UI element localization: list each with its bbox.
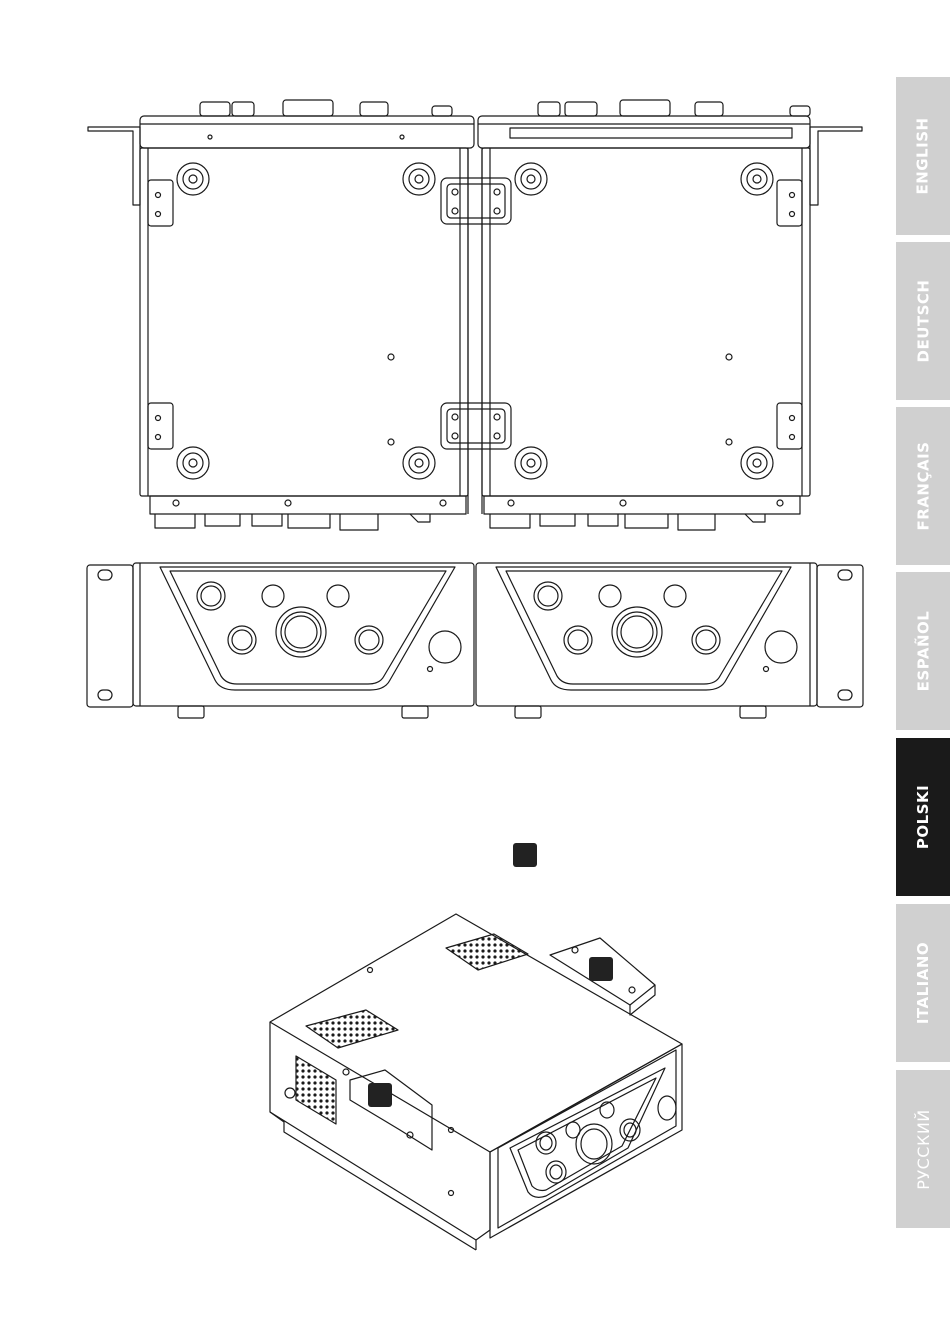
marker-square-bracket-top [589,957,613,981]
tab-polski-label: POLSKI [914,785,932,849]
front-left-unit [133,563,474,718]
connection-plate-bottom [441,403,511,449]
tab-russian-label: РУССКИЙ [914,1109,933,1190]
tab-italiano-label: ITALIANO [914,942,932,1024]
tab-english[interactable]: ENGLISH [896,77,950,235]
top-view-left-unit [140,100,474,530]
tab-english-label: ENGLISH [914,117,932,194]
front-right-unit [476,563,817,718]
top-view-two-units [88,100,862,530]
connection-plate-top [441,178,511,224]
front-view-rack [87,563,863,718]
tab-italiano[interactable]: ITALIANO [896,904,950,1062]
tab-russian[interactable]: РУССКИЙ [896,1070,950,1228]
isometric-view [270,914,682,1250]
tab-polski[interactable]: POLSKI [896,738,950,896]
tab-francais[interactable]: FRANÇAIS [896,407,950,565]
tab-deutsch-label: DEUTSCH [914,280,932,363]
marker-square-standalone [513,843,537,867]
tab-espanol-label: ESPAÑOL [914,611,932,692]
marker-square-bracket-side [368,1083,392,1107]
top-view-right-unit [478,100,810,530]
tab-deutsch[interactable]: DEUTSCH [896,242,950,400]
tab-espanol[interactable]: ESPAÑOL [896,572,950,730]
tab-francais-label: FRANÇAIS [914,442,932,531]
